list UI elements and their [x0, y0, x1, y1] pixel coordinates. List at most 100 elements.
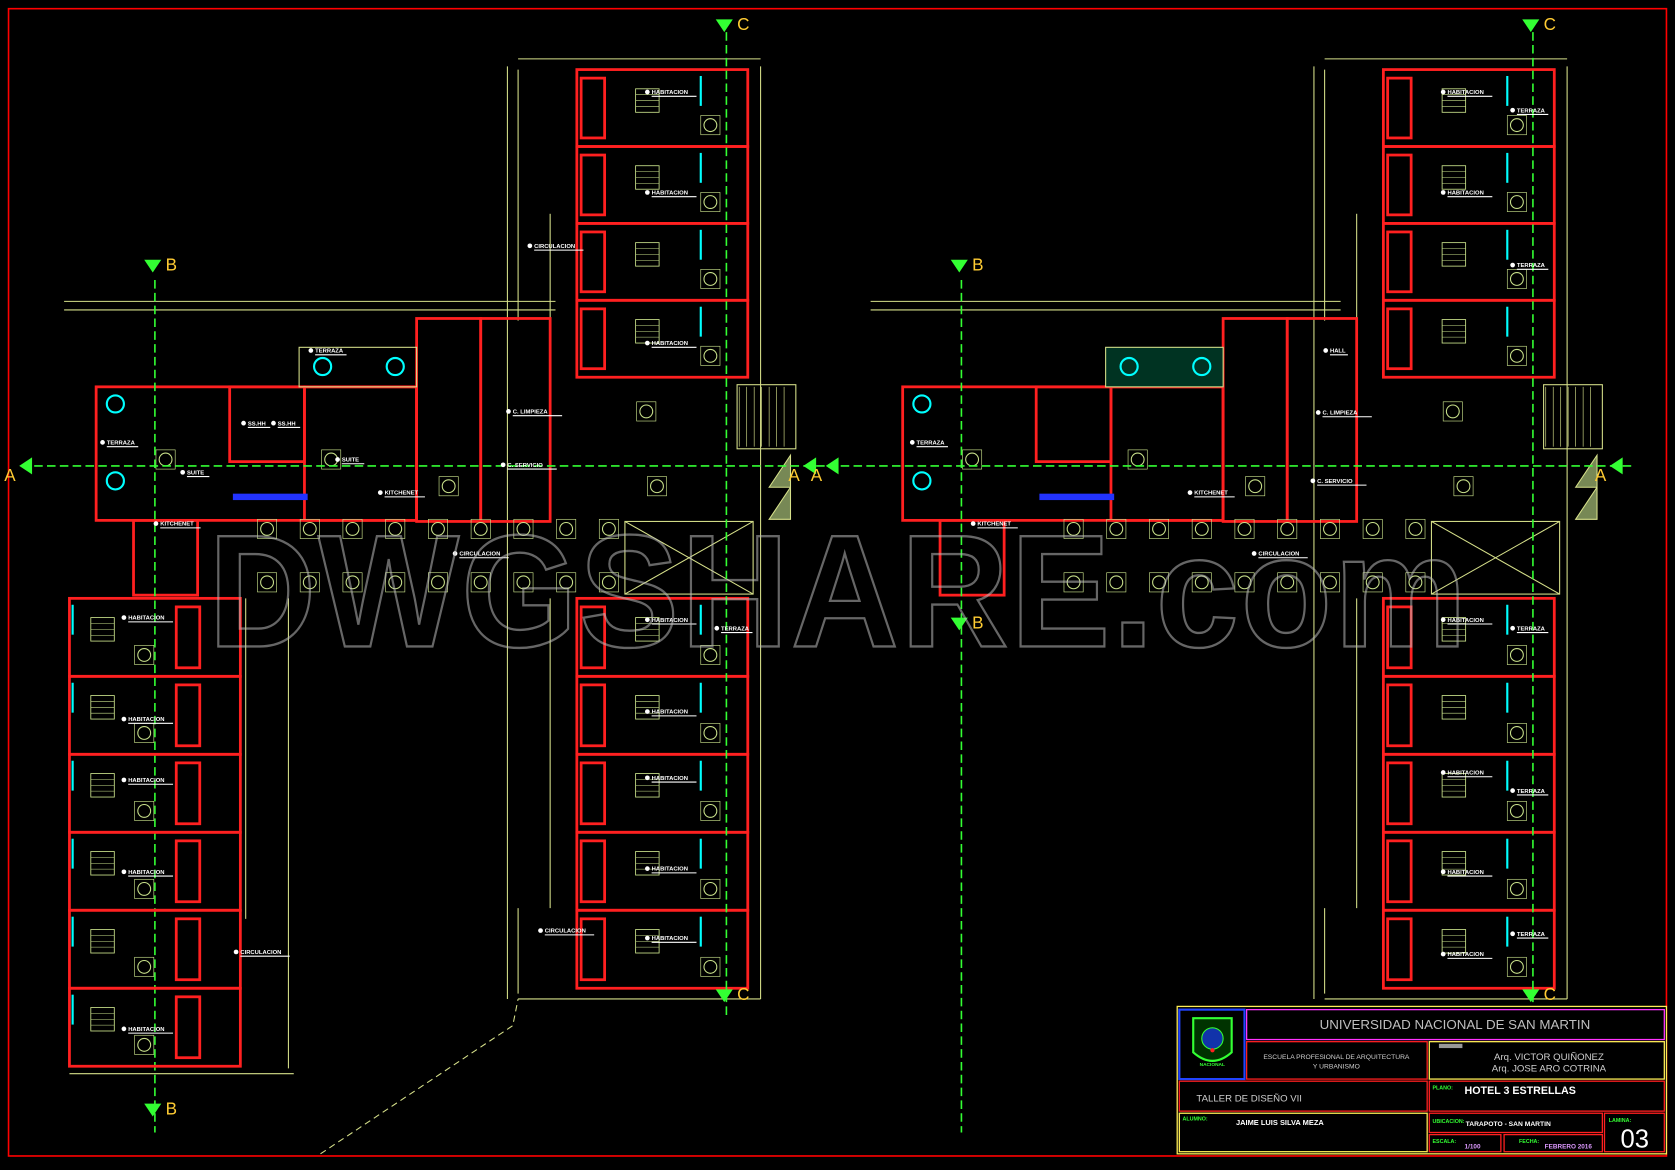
room-label: HABITACION	[1447, 952, 1483, 958]
furniture-icon	[1405, 518, 1426, 539]
furniture-icon	[1509, 195, 1524, 209]
furniture-icon	[1506, 345, 1527, 366]
furniture-icon	[1237, 521, 1252, 536]
window	[1506, 604, 1509, 635]
plano-key: PLANO:	[1433, 1086, 1454, 1092]
window	[699, 75, 702, 106]
label-marker	[1310, 478, 1316, 484]
furniture-icon	[1362, 572, 1383, 593]
label-marker	[121, 777, 127, 783]
axis-marker-icon	[144, 259, 162, 273]
school-name-line2: Y URBANISMO	[1313, 1063, 1360, 1070]
axis-marker-icon	[19, 457, 33, 475]
label-marker	[645, 190, 650, 195]
furniture-icon	[137, 726, 152, 740]
wall	[1386, 605, 1413, 670]
furniture-icon	[385, 572, 406, 593]
room-label: HABITACION	[128, 717, 164, 723]
furniture-icon	[134, 645, 155, 665]
room-label: CIRCULACION	[534, 244, 575, 250]
furniture-icon	[1509, 881, 1524, 896]
axis-marker-icon	[825, 457, 839, 475]
room-label: HABITACION	[1447, 771, 1483, 777]
wall	[575, 298, 750, 379]
room-label: C. SERVICIO	[1317, 479, 1353, 485]
room-label: TERRAZA	[107, 441, 136, 447]
room-label: HABITACION	[128, 778, 164, 784]
axis-label: C	[1544, 15, 1556, 34]
window	[699, 306, 702, 337]
label-marker	[1323, 348, 1329, 353]
room-label: TERRAZA	[1517, 263, 1546, 269]
furniture-icon	[1063, 518, 1084, 539]
plano-title: HOTEL 3 ESTRELLAS	[1465, 1085, 1576, 1097]
furniture-icon	[1509, 803, 1524, 818]
axis-marker-icon	[1522, 989, 1540, 1003]
furniture-icon	[513, 518, 534, 539]
furniture-icon	[700, 345, 721, 366]
furniture-icon	[1234, 518, 1255, 539]
furniture-icon	[1323, 521, 1337, 536]
furniture-icon	[342, 572, 363, 593]
label-marker	[121, 1026, 127, 1032]
furniture-icon	[598, 572, 619, 593]
room-label: HABITACION	[652, 710, 688, 716]
room-label: KITCHENET	[160, 522, 194, 528]
axis-marker-icon	[803, 457, 817, 475]
label-marker	[233, 949, 239, 955]
room-label: C. SERVICIO	[507, 463, 543, 469]
label-marker	[121, 869, 127, 875]
furniture-icon	[1109, 521, 1124, 536]
room-label: CIRCULACION	[545, 929, 586, 935]
wall	[579, 76, 607, 140]
university-logo: NACIONAL	[1192, 1017, 1233, 1068]
room-label: HABITACION	[1447, 870, 1483, 876]
furniture-icon	[1152, 521, 1166, 536]
label-marker	[645, 935, 650, 941]
furniture-icon	[1509, 959, 1524, 974]
furniture-icon	[703, 959, 718, 974]
site-boundary	[320, 998, 519, 1155]
furniture-icon	[700, 723, 721, 743]
window	[699, 229, 702, 260]
wall	[575, 908, 750, 990]
axis-label: A	[1595, 466, 1607, 485]
room-label: HABITACION	[652, 90, 688, 96]
wall	[68, 986, 242, 1068]
furniture-icon	[1509, 726, 1524, 740]
furniture-icon	[1405, 572, 1426, 593]
room-label: TERRAZA	[1517, 108, 1546, 114]
elevator	[1574, 453, 1598, 520]
furniture-icon	[137, 959, 152, 974]
void	[624, 520, 754, 595]
window	[1506, 75, 1509, 106]
furniture-icon	[155, 449, 176, 470]
room-label: SUITE	[187, 470, 204, 476]
furniture-icon	[513, 572, 534, 593]
furniture-icon	[1506, 115, 1527, 136]
furniture-icon	[647, 476, 667, 497]
window	[699, 916, 702, 947]
furniture-icon	[1456, 479, 1471, 494]
room-label: HABITACION	[652, 341, 688, 347]
furniture-icon	[1320, 572, 1340, 593]
escala-value: 1/100	[1465, 1143, 1481, 1150]
room-label: HABITACION	[1447, 90, 1483, 96]
furniture-icon	[1365, 575, 1380, 590]
room-label: C. LIMPIEZA	[1322, 411, 1358, 417]
label-marker	[1440, 190, 1446, 195]
room-label: CIRCULACION	[459, 552, 500, 558]
label-marker	[527, 243, 533, 249]
wall	[479, 317, 552, 523]
furniture-icon	[257, 572, 277, 593]
label-marker	[645, 617, 650, 623]
label-marker	[645, 89, 650, 95]
escala-key: ESCALA:	[1433, 1139, 1457, 1145]
furniture-icon	[470, 572, 491, 593]
wall	[1386, 839, 1413, 904]
furniture-icon	[1066, 575, 1081, 590]
window	[1506, 306, 1509, 337]
label-marker	[121, 716, 127, 722]
washbasin-counter	[232, 493, 308, 501]
room-label: SS.HH	[278, 421, 296, 427]
